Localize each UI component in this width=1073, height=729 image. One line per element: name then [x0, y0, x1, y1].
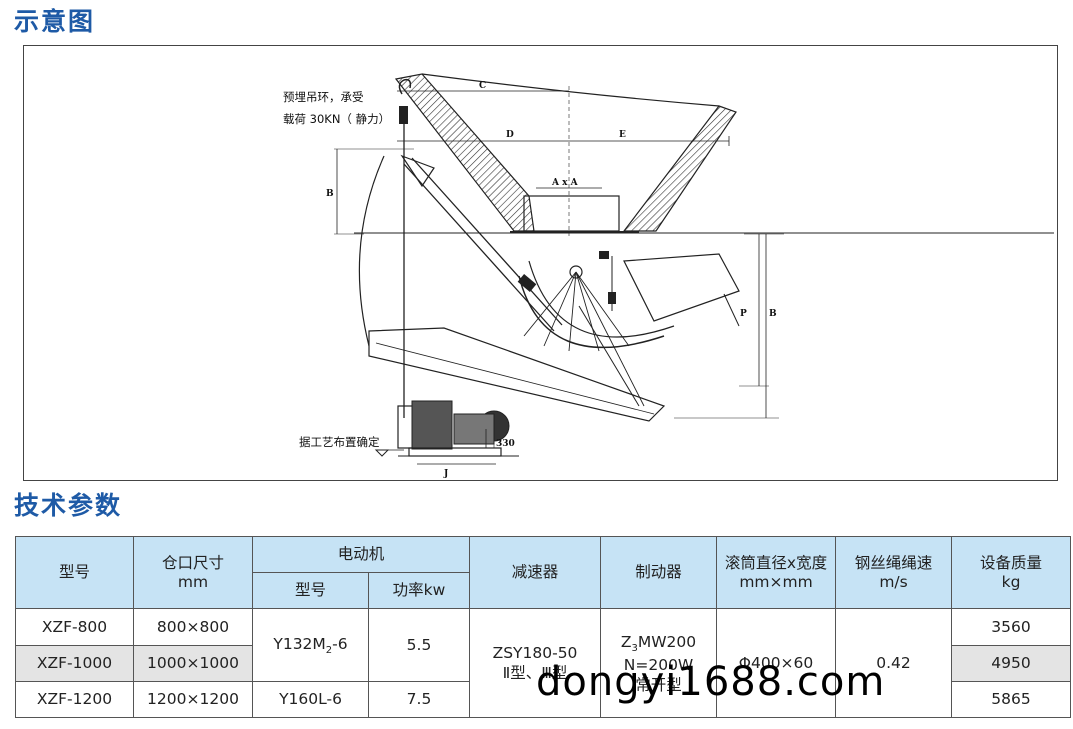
cell-mass: 4950	[951, 644, 1072, 682]
cell-mass: 5865	[951, 680, 1072, 719]
dim-e-label: E	[619, 130, 626, 140]
dim-d-label: D	[506, 130, 514, 140]
cell-model: XZF-800	[15, 608, 134, 646]
specs-heading: 技术参数	[14, 491, 123, 520]
dim-b-left-label: B	[326, 189, 334, 199]
header-model: 型号	[15, 535, 134, 610]
dim-330-label: 330	[496, 439, 515, 449]
cell-motor-power: 7.5	[367, 680, 471, 719]
cell-motor-power: 5.5	[367, 608, 471, 682]
dim-c-label: C	[479, 81, 486, 91]
schematic-drawing: 预埋吊环，承受 载荷 30KN（ 静力） 据工艺布置确定 C D E A x A…	[283, 73, 1054, 479]
cell-model: XZF-1200	[15, 680, 134, 719]
header-motor: 电动机	[251, 535, 471, 574]
dim-j-label: J	[443, 469, 448, 479]
cell-mass: 3560	[951, 608, 1072, 646]
header-brake: 制动器	[600, 535, 718, 610]
watermark: dongyi1688.com	[536, 659, 886, 705]
header-motor-model: 型号	[252, 572, 369, 610]
cell-opening: 1200×1200	[133, 680, 253, 719]
hook-note-line2: 载荷 30KN（ 静力）	[283, 112, 390, 126]
dim-p-label: P	[740, 309, 747, 319]
cell-rope-speed: 0.42	[835, 608, 953, 718]
dim-b-right-label: B	[769, 309, 777, 319]
diagram-heading: 示意图	[14, 7, 96, 36]
cell-drum: Φ400×60	[716, 608, 837, 718]
cell-model: XZF-1000	[15, 644, 134, 682]
cell-opening: 800×800	[133, 608, 253, 646]
base-note: 据工艺布置确定	[299, 435, 380, 449]
hook-note-line1: 预埋吊环，承受	[283, 90, 364, 104]
table-row: XZF-1000 1000×1000 4950	[15, 644, 1072, 682]
schematic-diagram: 预埋吊环，承受 载荷 30KN（ 静力） 据工艺布置确定 C D E A x A…	[23, 45, 1058, 481]
cell-motor-model: Y132M2-6	[252, 608, 369, 682]
dim-axa-label: A x A	[551, 178, 579, 188]
header-motor-power: 功率kw	[367, 572, 471, 610]
table-row: XZF-1200 1200×1200 Y160L-6 7.5 5865	[15, 680, 1072, 719]
cell-motor-model: Y160L-6	[252, 680, 369, 719]
cell-opening: 1000×1000	[133, 644, 253, 682]
header-reducer: 减速器	[469, 535, 602, 610]
